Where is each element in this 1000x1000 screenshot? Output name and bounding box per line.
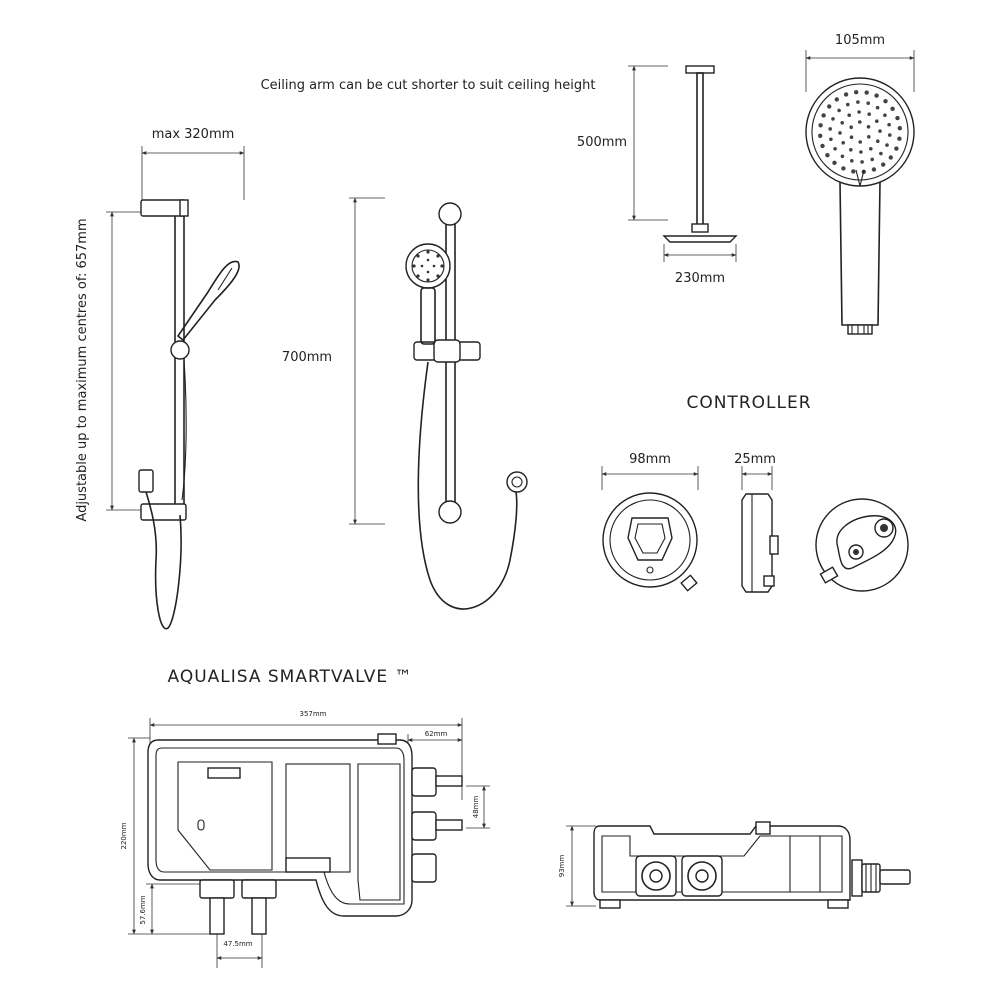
spray-nozzle [857,110,861,114]
spray-nozzle [841,141,845,145]
spray-nozzle [841,166,846,171]
spray-nozzle [832,160,837,165]
spray-nozzle [866,101,870,105]
valve-spacing-label: 47.5mm [223,940,252,948]
spray-nozzle [854,90,859,95]
spray-nozzle [820,143,825,149]
spray-nozzle [850,159,854,163]
valve-outlet-label: 62mm [425,730,448,738]
spray-nozzle [833,147,837,151]
spray-nozzle [849,148,853,152]
adjustable-riser-rail-drawing: max 320mm Adjustable up to maximum centr… [75,127,245,630]
spray-nozzle [860,160,864,164]
handset-nozzles [412,250,444,282]
handset-spray-dots [818,90,902,174]
spray-nozzle [825,153,830,158]
controller-heading: CONTROLLER [686,393,811,413]
spray-nozzle [888,155,893,160]
spray-nozzle [828,127,832,131]
handset-width-label: 105mm [835,33,885,48]
controller-depth-label: 25mm [734,452,776,467]
spray-nozzle [874,93,879,98]
spray-nozzle [831,117,835,121]
spray-nozzle [870,157,874,162]
arm-height-label: 500mm [577,135,627,150]
spray-nozzle [894,146,899,151]
spray-nozzle [851,169,856,174]
controller-side-drawing: 25mm [734,452,779,593]
spray-nozzle [867,112,871,116]
spray-nozzle [888,133,892,137]
spray-nozzle [859,150,863,154]
controller-front-drawing: 98mm [601,452,699,592]
spray-nozzle [878,129,882,133]
spray-nozzle [821,113,826,118]
spray-nozzle [827,104,832,109]
spray-nozzle [890,106,895,112]
valve-outlets [411,767,463,883]
spray-nozzle [837,108,841,113]
valve-side-inlets [635,855,723,897]
valve-width-label: 357mm [300,710,327,718]
handset-detail-drawing: 105mm [805,33,915,335]
ceiling-arm-drawing: 500mm 230mm [577,65,738,286]
smartvalve-heading: AQUALISA SMARTVALVE ™ [167,667,412,687]
controller-back-drawing [815,498,909,592]
spray-nozzle [887,122,891,127]
ceiling-arm-note: Ceiling arm can be cut shorter to suit c… [261,78,596,93]
valve-pitch-label: 48mm [472,796,480,819]
spray-nozzle [856,100,860,104]
spray-nozzle [895,115,900,121]
spray-nozzle [871,167,877,172]
spray-nozzle [849,135,854,139]
spray-nozzle [829,137,833,142]
spray-nozzle [834,97,839,102]
spray-nozzle [876,139,880,143]
spray-nozzle [883,113,887,117]
spray-nozzle [881,162,886,167]
spray-nozzle [818,123,823,128]
spray-nozzle [867,135,871,139]
spray-nozzle [849,125,853,129]
slide-rail-kit-drawing: 700mm [282,197,528,610]
smartvalve-side-drawing: 93mm [558,821,911,909]
spray-nozzle [846,102,850,107]
max-width-label: max 320mm [152,127,235,142]
spray-nozzle [866,125,871,129]
valve-height-label: 220mm [120,822,128,849]
spray-nozzle [864,90,869,95]
spray-nozzle [843,92,849,97]
smartvalve-front-drawing: 357mm 62mm 220mm 57.6mm 47.5mm 48mm [120,710,490,968]
adjustable-centres-label: Adjustable up to maximum centres of: 657… [75,218,90,521]
head-width-label: 230mm [675,271,725,286]
rail-height-label: 700mm [282,350,332,365]
valve-inlets [199,879,277,935]
valve-lower-label: 57.6mm [139,895,147,924]
spray-nozzle [858,120,862,124]
spray-nozzle [869,147,873,151]
spray-nozzle [818,133,823,138]
spray-nozzle [897,126,902,131]
spray-nozzle [875,119,879,123]
spray-nozzle [840,154,845,159]
spray-nozzle [840,121,844,125]
spray-nozzle [883,99,888,104]
spray-nozzle [897,136,902,141]
spray-nozzle [858,140,862,144]
spray-nozzle [838,131,842,135]
spray-nozzle [885,143,889,147]
controller-width-label: 98mm [629,452,671,467]
valve-depth-label: 93mm [558,855,566,878]
spray-nozzle [875,105,880,110]
spray-nozzle [879,151,883,156]
spray-nozzle [847,113,851,117]
